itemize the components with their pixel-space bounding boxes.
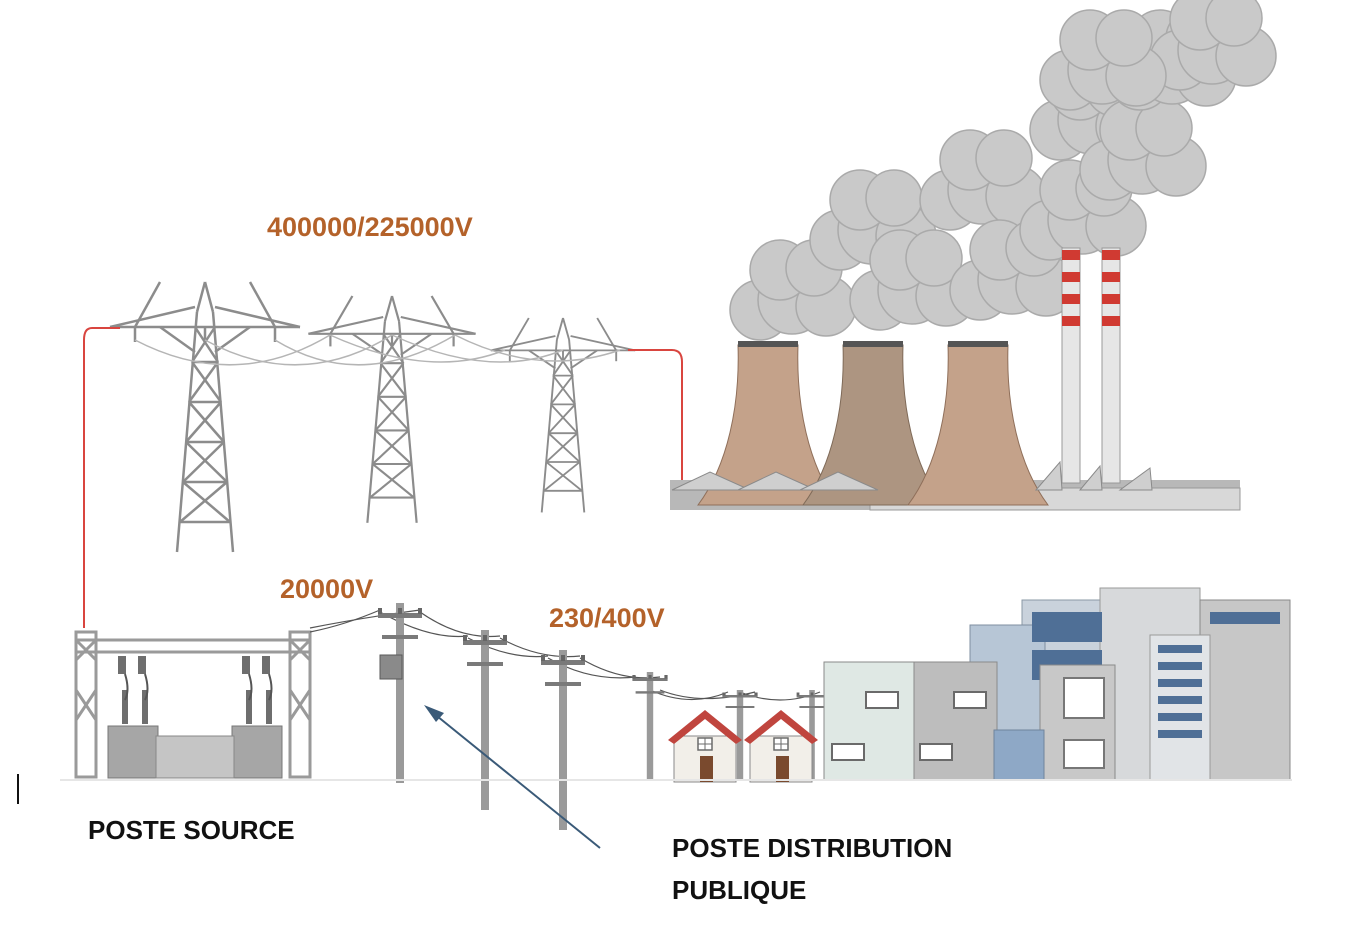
cooling-tower-3 <box>907 344 1049 506</box>
pylon-2 <box>307 294 477 524</box>
pole-with-transformer <box>378 603 422 783</box>
power-plant <box>670 247 1241 511</box>
caption-poste-distribution-line1: POSTE DISTRIBUTION <box>672 833 953 863</box>
city-buildings <box>823 587 1291 781</box>
pylon-3 <box>489 317 637 514</box>
voltage-label-transmission: 400000/225000V <box>267 212 473 242</box>
voltage-label-distribution: 20000V <box>280 574 374 604</box>
utility-poles <box>378 603 828 830</box>
caption-poste-source: POSTE SOURCE <box>88 815 295 845</box>
pointer-arrow <box>424 705 601 849</box>
house-1 <box>667 709 743 783</box>
chimney-2 <box>1101 247 1121 484</box>
caption-poste-distribution-line2: PUBLIQUE <box>672 875 807 905</box>
voltage-label-low-voltage: 230/400V <box>549 603 665 633</box>
utility-pole-2 <box>463 630 507 810</box>
pylon-1 <box>108 280 302 554</box>
chimney-1 <box>1061 247 1081 484</box>
utility-pole-3 <box>541 650 585 830</box>
utility-pole-4 <box>632 672 668 780</box>
text-cursor-mark <box>17 774 19 804</box>
smoke-clouds <box>729 0 1277 341</box>
house-2 <box>743 709 819 783</box>
transmission-pylons <box>108 280 637 554</box>
transmission-cables <box>134 334 621 366</box>
substation-poste-source <box>74 630 312 779</box>
connection-line <box>83 327 683 628</box>
